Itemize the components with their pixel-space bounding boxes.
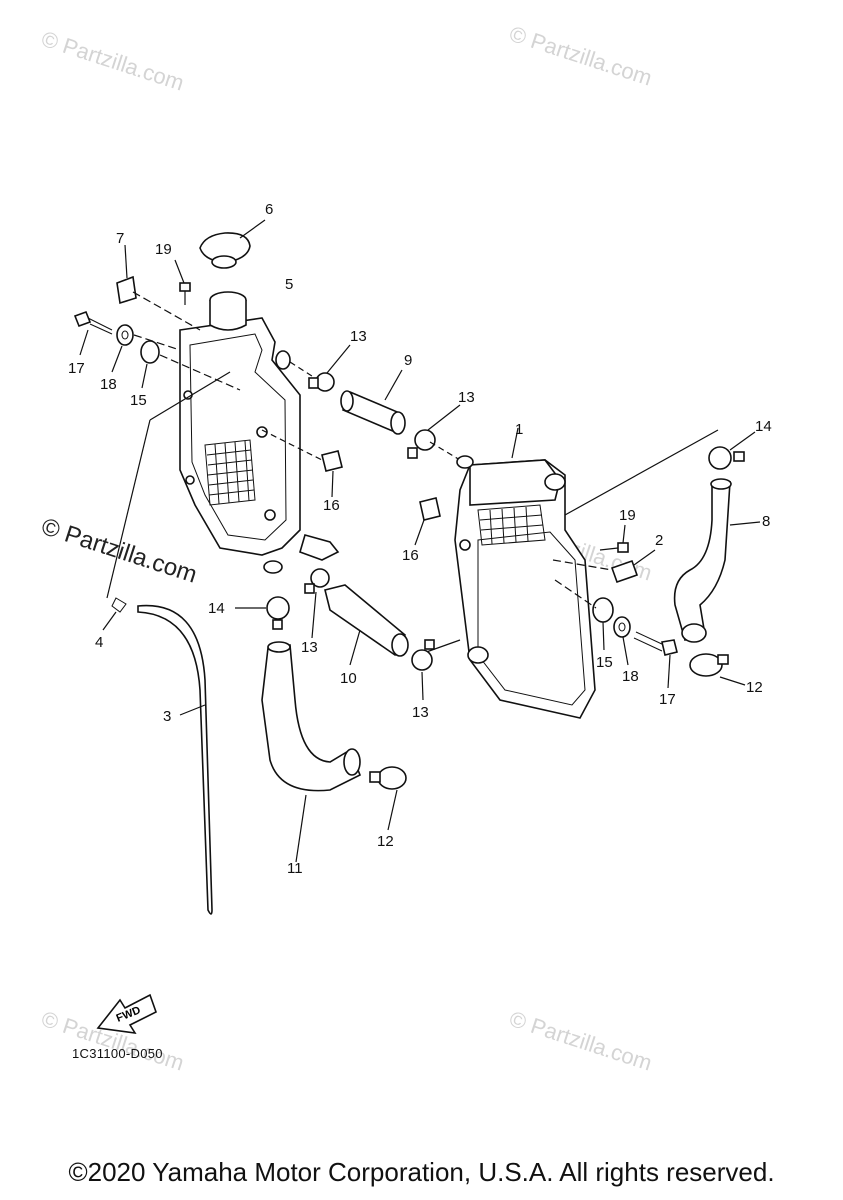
callout-13-a: 13 [350, 328, 367, 345]
hose-11 [261, 641, 362, 863]
collar-16-right [414, 497, 441, 546]
callout-17-left: 17 [68, 360, 85, 377]
callout-18-right: 18 [622, 668, 639, 685]
callout-1: 1 [515, 421, 523, 438]
hose-9 [340, 369, 406, 435]
breather-pipe-3 [137, 604, 213, 915]
clamp-13-d [411, 639, 435, 701]
callout-2: 2 [655, 532, 663, 549]
callout-4: 4 [95, 634, 103, 651]
watermark: © Partzilla.com [506, 1006, 655, 1076]
callout-19-left: 19 [155, 241, 172, 258]
callout-3: 3 [163, 708, 171, 725]
callout-15-right: 15 [596, 654, 613, 671]
clamp-13-a [308, 344, 351, 392]
clamp-13-b [407, 404, 461, 459]
washer-18-right [613, 616, 631, 666]
callout-6: 6 [265, 201, 273, 218]
callout-17-right: 17 [659, 691, 676, 708]
grommet-15-right [592, 597, 614, 651]
bolt-19-left [174, 259, 191, 305]
watermark: © Partzilla.com [506, 21, 655, 91]
label-2 [610, 549, 656, 584]
callout-5: 5 [285, 276, 293, 293]
callout-14-right: 14 [755, 418, 772, 435]
callout-16-right: 16 [402, 547, 419, 564]
clip-4 [102, 597, 127, 631]
hose-8 [673, 478, 761, 643]
diagram-code: 1C31100-D050 [72, 1046, 163, 1061]
copyright-text: ©2020 Yamaha Motor Corporation, U.S.A. A… [68, 1157, 775, 1187]
clamp-14-right [564, 429, 756, 516]
clamp-13-c [304, 568, 330, 639]
washer-18-left [116, 324, 134, 346]
callout-13-b: 13 [458, 389, 475, 406]
watermark: © Partzilla.com [38, 26, 187, 96]
callout-13-d: 13 [412, 704, 429, 721]
clamp-12-bottom [369, 766, 407, 831]
hose-10 [324, 584, 409, 666]
callout-10: 10 [340, 670, 357, 687]
bolt-17-right [633, 631, 678, 689]
callout-12-bottom: 12 [377, 833, 394, 850]
callout-18-left: 18 [100, 376, 117, 393]
callout-19-right: 19 [619, 507, 636, 524]
clamp-14-left [235, 596, 290, 630]
main-watermark: © Partzilla.com [38, 513, 200, 589]
bolt-19-right [599, 524, 629, 553]
callout-11: 11 [287, 860, 303, 877]
callout-8: 8 [762, 513, 770, 530]
fwd-arrow-icon: FWD [96, 993, 157, 1035]
collar-16-left [261, 429, 343, 498]
callout-12-right: 12 [746, 679, 763, 696]
right-radiator [454, 427, 596, 719]
grommet-15-left [140, 340, 160, 364]
callout-9: 9 [404, 352, 412, 369]
callout-15-left: 15 [130, 392, 147, 409]
bolt-17-left [73, 310, 113, 356]
callout-14-left: 14 [208, 600, 225, 617]
left-radiator [179, 291, 340, 574]
callout-13-c: 13 [301, 639, 318, 656]
callouts: 1 2 3 4 5 6 7 8 9 10 11 12 12 13 13 13 1… [68, 201, 772, 877]
radiator-cap [199, 219, 266, 269]
clamp-12-right [689, 653, 746, 686]
callout-7: 7 [116, 230, 124, 247]
callout-16-left: 16 [323, 497, 340, 514]
label-7 [116, 275, 137, 305]
